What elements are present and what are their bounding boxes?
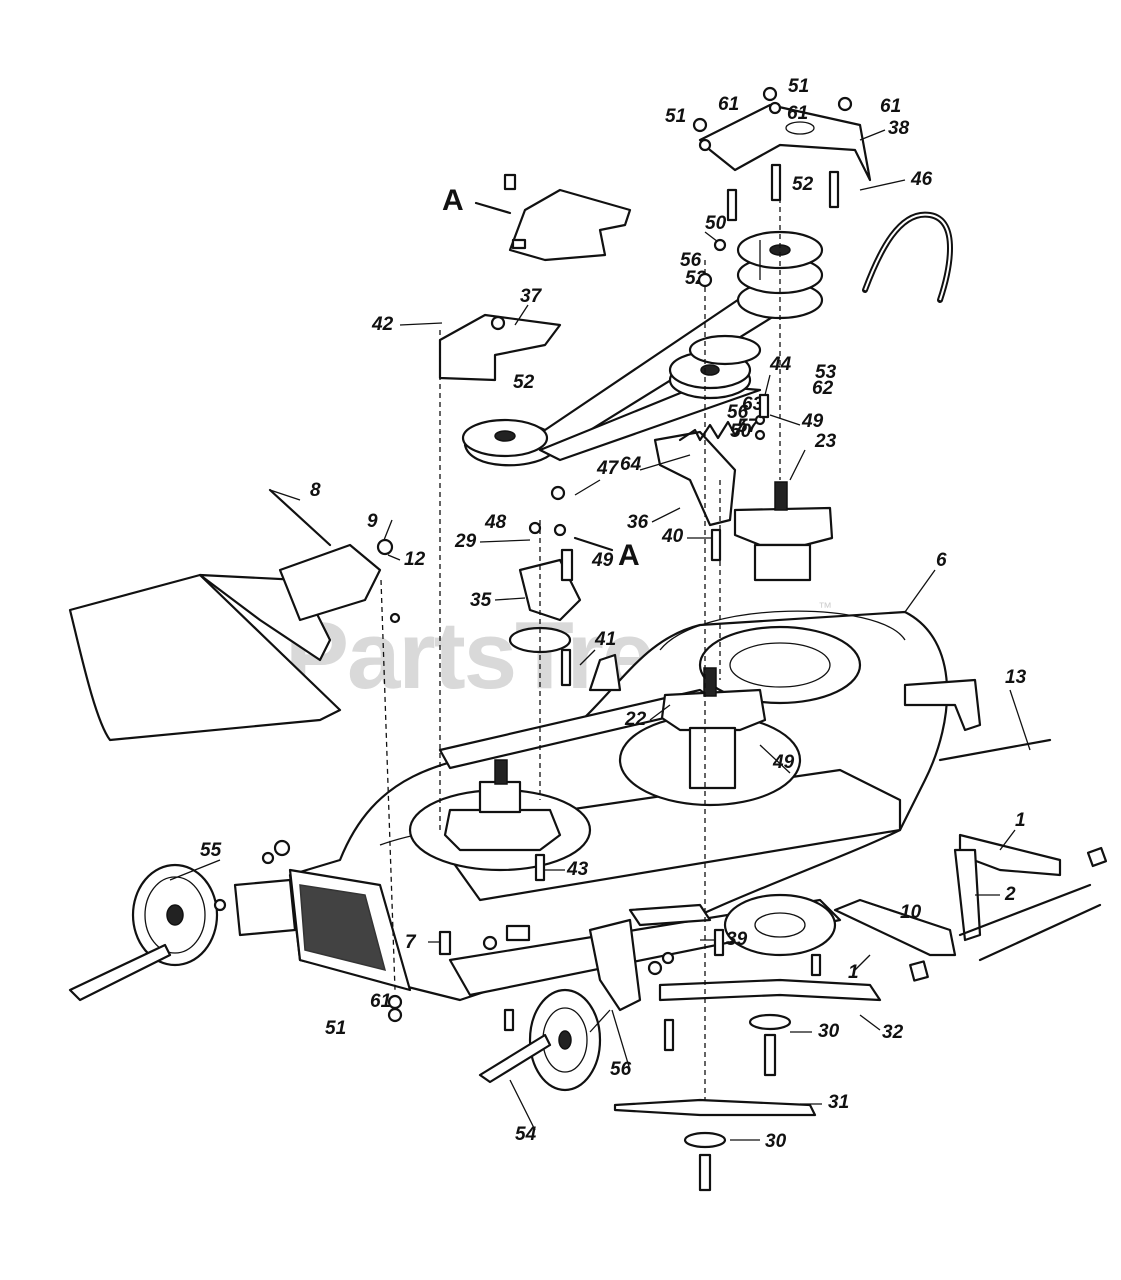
idler-arm-36 bbox=[653, 430, 737, 527]
callout-label: 47 bbox=[596, 458, 620, 479]
deflector-83 bbox=[278, 543, 382, 622]
callout-label: 54 bbox=[515, 1124, 537, 1145]
callout-label: 63 bbox=[742, 394, 764, 415]
callout-label: 1 bbox=[1015, 810, 1026, 831]
leader-lines bbox=[169, 129, 1031, 1141]
callout-label: 56 bbox=[727, 402, 749, 423]
callout-label: 6 bbox=[936, 550, 947, 571]
callout-label: 49 bbox=[591, 550, 614, 571]
plate-94 bbox=[628, 903, 712, 927]
callout-label: 52 bbox=[513, 372, 535, 393]
spindle-center bbox=[660, 667, 767, 790]
blade-32 bbox=[658, 978, 882, 1002]
callout-label: 40 bbox=[661, 526, 684, 547]
callout-label: 1 bbox=[848, 962, 859, 983]
spindle-left bbox=[443, 759, 562, 852]
callout-label: 62 bbox=[812, 378, 834, 399]
callout-label: 2 bbox=[1004, 884, 1016, 905]
callout-label: 49 bbox=[801, 411, 824, 432]
callout-label: 51 bbox=[788, 76, 809, 97]
plate-88 bbox=[723, 893, 837, 957]
spindle-right bbox=[733, 481, 834, 582]
callout-label: 61 bbox=[787, 103, 808, 124]
belt-68 bbox=[862, 211, 953, 303]
callout-label: 56 bbox=[610, 1059, 632, 1080]
bolt-91-lower bbox=[698, 1153, 712, 1192]
callout-label: 51 bbox=[665, 106, 686, 127]
washer-30-lower bbox=[683, 1131, 727, 1149]
wheel-bracket-left bbox=[233, 878, 297, 937]
callout-labels: A A 1 1 2 6 7 8 9 10 12 13 22 23 29 30 3… bbox=[200, 76, 1027, 1152]
callout-label: 30 bbox=[765, 1131, 787, 1152]
callout-label: 41 bbox=[594, 629, 616, 650]
callout-label: 37 bbox=[520, 286, 543, 307]
callout-label: 9 bbox=[367, 511, 378, 532]
callout-label: 61 bbox=[370, 991, 391, 1012]
blade-31 bbox=[613, 1098, 817, 1117]
callout-label: 43 bbox=[566, 859, 589, 880]
callout-label: 44 bbox=[769, 354, 792, 375]
wheel-77 bbox=[528, 988, 602, 1092]
callout-label: 53 bbox=[815, 362, 837, 383]
callout-label: 12 bbox=[404, 549, 426, 570]
bolt-91-upper bbox=[763, 1033, 777, 1077]
callout-label: 32 bbox=[882, 1022, 904, 1043]
watermark-trademark: ™ bbox=[818, 599, 832, 615]
bolt-80 bbox=[68, 943, 172, 1002]
callout-label: 56 bbox=[680, 250, 702, 271]
callout-label: 55 bbox=[200, 840, 222, 861]
callout-label: 29 bbox=[454, 531, 477, 552]
bracket-38 bbox=[698, 103, 872, 182]
callout-label: 31 bbox=[828, 1092, 849, 1113]
callout-label: 51 bbox=[325, 1018, 346, 1039]
callout-label: 57 bbox=[737, 416, 760, 437]
wheel-bracket bbox=[588, 918, 642, 1012]
callout-label: 50 bbox=[730, 421, 752, 442]
spring-54 bbox=[678, 418, 747, 442]
callout-label: 42 bbox=[371, 314, 394, 335]
bracket-41 bbox=[588, 653, 622, 692]
callout-label: 8 bbox=[310, 480, 321, 501]
callout-label: 48 bbox=[484, 512, 507, 533]
wheel-76 bbox=[131, 863, 219, 967]
hardware bbox=[213, 86, 853, 1052]
callout-label: 10 bbox=[900, 902, 922, 923]
washer-30-upper bbox=[748, 1013, 792, 1031]
callout-label: 36 bbox=[627, 512, 649, 533]
callout-label: 38 bbox=[888, 118, 910, 139]
section-marker-a-mid: A bbox=[618, 539, 640, 572]
callout-label: 30 bbox=[818, 1021, 840, 1042]
callout-label: 35 bbox=[470, 590, 492, 611]
callout-label: 7 bbox=[405, 932, 417, 953]
bolt-81 bbox=[478, 1033, 552, 1084]
callout-label: 50 bbox=[705, 213, 727, 234]
callout-label: 49 bbox=[772, 752, 795, 773]
lift-linkage bbox=[833, 738, 1108, 982]
callout-label: 22 bbox=[624, 709, 647, 730]
callout-label: 61 bbox=[880, 96, 901, 117]
section-marker-a-top: A bbox=[442, 184, 464, 217]
callout-label: 52 bbox=[792, 174, 814, 195]
callout-label: 64 bbox=[620, 454, 642, 475]
bracket-a-upper bbox=[508, 188, 632, 262]
callout-label: 13 bbox=[1005, 667, 1027, 688]
callout-label: 46 bbox=[910, 169, 933, 190]
callout-label: 61 bbox=[718, 94, 739, 115]
callout-label: 23 bbox=[814, 431, 837, 452]
callout-label: 39 bbox=[726, 929, 748, 950]
